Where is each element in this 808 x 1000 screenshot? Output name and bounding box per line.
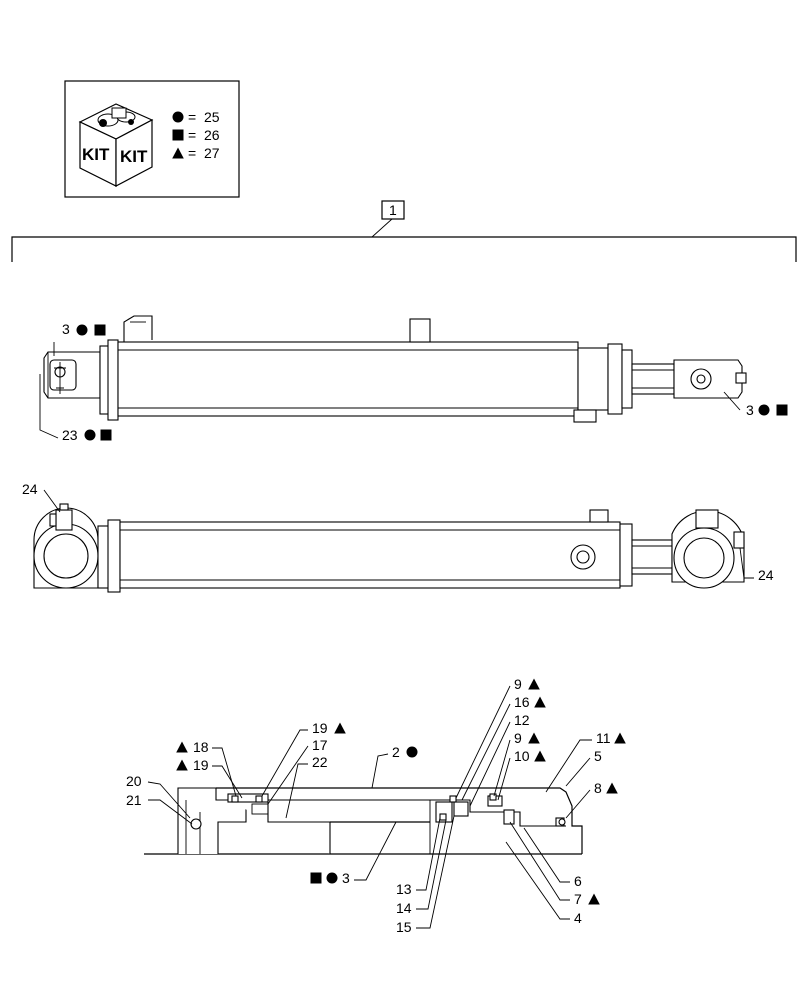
callout-7: 7 <box>509 821 600 907</box>
callout-2: 2 <box>371 744 418 789</box>
callout-17-label: 17 <box>312 737 328 753</box>
callout-10-label: 10 <box>514 748 530 764</box>
callout-20: 20 <box>126 773 191 819</box>
callout-3-right-label: 3 <box>746 402 754 418</box>
callout-14: 14 <box>396 819 447 916</box>
callout-5: 5 <box>565 748 602 787</box>
callout-24-left: 24 <box>22 481 61 513</box>
kit-legend: KIT KIT = 25 = 26 = 27 <box>64 80 240 198</box>
callout-19a-label: 19 <box>312 720 328 736</box>
cylinder-top-view <box>43 315 747 423</box>
legend-row-triangle: = 27 <box>172 145 220 161</box>
legend-row-circle: = 25 <box>172 109 220 125</box>
callout-12-label: 12 <box>514 712 530 728</box>
callout-7-label: 7 <box>574 891 582 907</box>
callout-14-label: 14 <box>396 900 412 916</box>
cylinder-side-view <box>33 503 745 593</box>
assembly-callout-box <box>381 200 405 220</box>
callout-3-bottom-label: 3 <box>342 870 350 886</box>
callout-3-bottom: 3 <box>310 821 397 886</box>
callout-20-label: 20 <box>126 773 142 789</box>
callout-19b-label: 19 <box>193 757 209 773</box>
section-detail <box>144 787 583 855</box>
kit-legend-frame <box>64 80 240 198</box>
assembly-callout: 1 <box>389 202 397 218</box>
kit-box-icon: KIT KIT <box>78 103 154 187</box>
callout-3-top-label: 3 <box>62 321 70 337</box>
circle-symbol-icon <box>172 111 184 123</box>
kit-label-left: KIT <box>82 145 110 164</box>
callout-15: 15 <box>396 815 455 935</box>
callout-4-label: 4 <box>574 910 582 926</box>
callout-22: 22 <box>285 754 328 819</box>
callout-24-left-label: 24 <box>22 481 38 497</box>
legend-eq: = <box>188 127 196 143</box>
callout-15-label: 15 <box>396 919 412 935</box>
legend-eq: = <box>188 109 196 125</box>
callout-21: 21 <box>126 792 193 825</box>
callout-9b: 9 <box>493 730 540 797</box>
callout-2-label: 2 <box>392 744 400 760</box>
callout-3-right: 3 <box>723 391 788 418</box>
callout-8-label: 8 <box>594 780 602 796</box>
callout-8: 8 <box>565 780 618 819</box>
callout-22-label: 22 <box>312 754 328 770</box>
callout-17: 17 <box>267 737 328 805</box>
kit-label-right: KIT <box>120 147 148 166</box>
callout-11-label: 11 <box>596 730 611 746</box>
callout-21-label: 21 <box>126 792 142 808</box>
callout-3-top: 3 <box>53 321 106 356</box>
callout-10: 10 <box>497 748 546 801</box>
assembly-bracket: 1 <box>11 200 797 262</box>
barrel-side <box>119 521 621 589</box>
legend-value-square: 26 <box>204 127 220 143</box>
callout-19a: 19 <box>261 720 346 797</box>
callout-4: 4 <box>505 841 582 926</box>
triangle-symbol-icon <box>172 147 184 159</box>
callout-5-label: 5 <box>594 748 602 764</box>
legend-row-square: = 26 <box>172 127 220 143</box>
callout-18-label: 18 <box>193 739 209 755</box>
legend-eq: = <box>188 145 196 161</box>
callout-6: 6 <box>523 827 582 889</box>
callout-13-label: 13 <box>396 881 412 897</box>
callout-9b-label: 9 <box>514 730 522 746</box>
callout-16-label: 16 <box>514 694 530 710</box>
callout-11: 11 <box>545 730 626 793</box>
square-symbol-icon <box>172 129 184 141</box>
callout-24-right-label: 24 <box>758 567 774 583</box>
callout-6-label: 6 <box>574 873 582 889</box>
callout-9a-label: 9 <box>514 676 522 692</box>
legend-value-triangle: 27 <box>204 145 220 161</box>
callout-24-right: 24 <box>739 547 774 583</box>
legend-value-circle: 25 <box>204 109 220 125</box>
barrel-top <box>117 341 579 417</box>
callout-16: 16 <box>461 694 546 801</box>
callout-23: 23 <box>39 374 112 443</box>
callout-18: 18 <box>176 739 237 797</box>
callout-23-label: 23 <box>62 427 78 443</box>
callout-13: 13 <box>396 817 441 897</box>
callout-9a: 9 <box>455 676 540 799</box>
callout-19b: 19 <box>176 757 243 799</box>
callout-12: 12 <box>469 712 530 807</box>
